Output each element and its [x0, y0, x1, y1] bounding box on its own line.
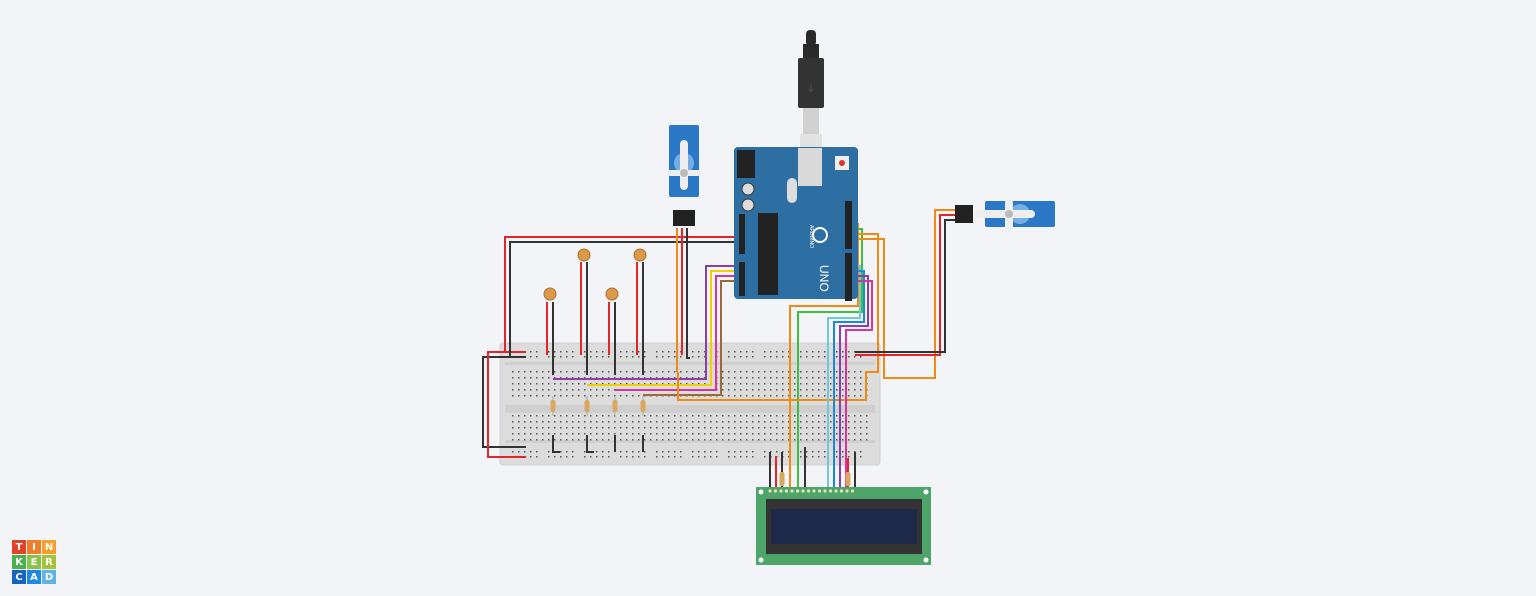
- wire-d9: [850, 209, 958, 379]
- wire-right-5v: [855, 214, 958, 356]
- wire-d2: [845, 280, 873, 490]
- logo-letter: K: [12, 555, 26, 569]
- servo-left[interactable]: [667, 125, 701, 226]
- arduino-uno[interactable]: UNO ARDUINO: [734, 147, 858, 301]
- wire-a3: [643, 280, 740, 396]
- logo-letter: R: [42, 555, 56, 569]
- arduino-brand-label: ARDUINO: [808, 225, 814, 248]
- lcd-pins: [768, 489, 855, 493]
- wire-a0: [553, 265, 740, 380]
- resistor: [845, 472, 851, 486]
- logo-letter: T: [12, 540, 26, 554]
- wire-rail-gnd-loop: [482, 356, 526, 448]
- wire-gnd: [509, 241, 740, 358]
- arduino-logo-icon: [812, 227, 828, 243]
- photoresistor: [633, 248, 647, 262]
- wire-a1: [587, 270, 740, 386]
- photoresistor: [543, 287, 557, 301]
- wire-right-gnd: [855, 219, 958, 353]
- logo-letter: C: [12, 570, 26, 584]
- wire-d4: [833, 270, 865, 490]
- resistor: [584, 400, 590, 412]
- resistor: [550, 400, 556, 412]
- photoresistor: [605, 287, 619, 301]
- resistor: [640, 400, 646, 412]
- wire-rail-5v-loop: [487, 351, 526, 458]
- arduino-uno-label: UNO: [817, 265, 831, 292]
- resistor: [779, 472, 785, 486]
- resistors[interactable]: [550, 396, 851, 486]
- photoresistor: [577, 248, 591, 262]
- servo-right[interactable]: [955, 199, 1055, 231]
- logo-letter: E: [27, 555, 41, 569]
- logo-letter: N: [42, 540, 56, 554]
- wire-d10: [677, 233, 879, 401]
- wire-5v: [504, 236, 740, 353]
- logo-letter: A: [27, 570, 41, 584]
- lcd-16x2[interactable]: [756, 487, 931, 565]
- wire-d3: [839, 275, 869, 490]
- wires: [482, 209, 958, 490]
- usb-icon: ⏚: [806, 83, 816, 95]
- resistor: [612, 400, 618, 412]
- breadboard[interactable]: [499, 342, 881, 466]
- logo-letter: I: [27, 540, 41, 554]
- usb-cable[interactable]: ⏚: [798, 30, 824, 156]
- logo-letter: D: [42, 570, 56, 584]
- wire-a2: [615, 275, 740, 391]
- photoresistors[interactable]: [543, 248, 647, 301]
